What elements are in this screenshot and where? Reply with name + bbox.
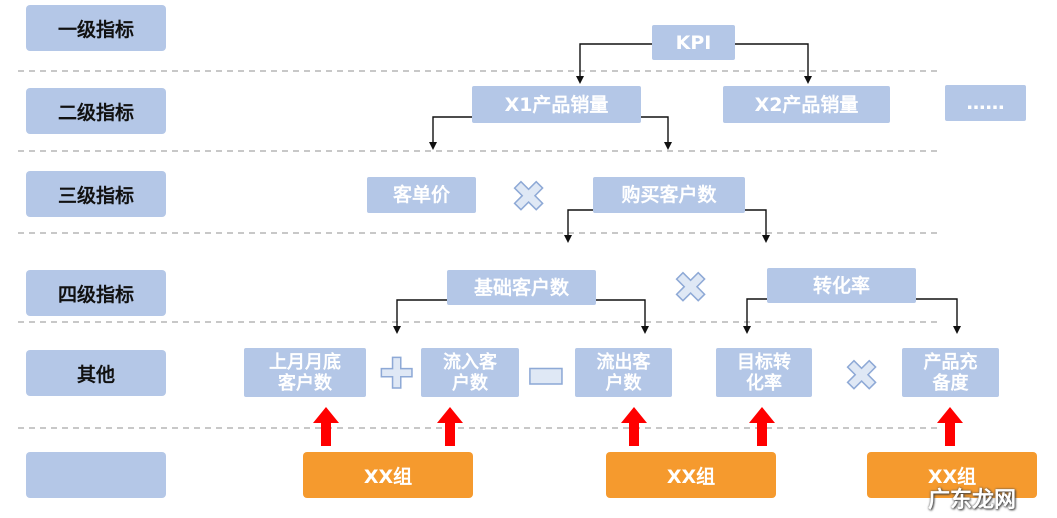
- conversion-to-target-connector: [743, 298, 767, 334]
- level-3-label: 三级指标: [26, 171, 166, 217]
- up-arrow-5: [937, 407, 963, 446]
- x1-sales-node: X1产品销量: [472, 86, 641, 123]
- kpi-to-x1-connector: [576, 43, 652, 84]
- buyers-to-base-connector: [564, 209, 593, 243]
- inflow-customers-node: 流入客 户数: [421, 348, 519, 397]
- watermark-text: 广东龙网: [928, 488, 1017, 513]
- base-to-outflow-connector: [596, 299, 649, 334]
- outflow-line1: 流出客: [596, 351, 651, 373]
- level-1-label: 一级指标: [26, 5, 166, 51]
- red-up-arrows: [313, 407, 963, 446]
- up-arrow-1: [313, 407, 339, 446]
- level-other-label: 其他: [26, 350, 166, 396]
- outflow-line2: 户数: [605, 372, 642, 394]
- last-month-line2: 客户数: [278, 372, 332, 394]
- last-month-line1: 上月月底: [269, 351, 341, 373]
- kpi-node: KPI: [652, 25, 735, 60]
- conversion-node: 转化率: [767, 268, 916, 303]
- outflow-customers-node: 流出客 户数: [575, 348, 672, 397]
- stock-line2: 备度: [932, 372, 969, 394]
- x2-sales-node: X2产品销量: [723, 86, 890, 123]
- x1-to-unit-price-connector: [429, 116, 472, 150]
- multiply-icon: ✖: [672, 263, 709, 312]
- base-to-last-month-connector: [393, 299, 447, 334]
- multiply-icon: ✖: [510, 172, 547, 221]
- target-conversion-node: 目标转 化率: [716, 348, 812, 397]
- level-empty-label: [26, 452, 166, 498]
- target-conv-line1: 目标转: [737, 351, 791, 373]
- inflow-line2: 户数: [452, 372, 488, 394]
- group-box-3: XX组: [867, 452, 1037, 498]
- buyers-to-conversion-connector: [745, 209, 770, 243]
- plus-icon: ✚: [378, 349, 415, 398]
- conversion-to-stock-connector: [916, 298, 961, 334]
- unit-price-node: 客单价: [367, 177, 476, 213]
- up-arrow-3: [621, 407, 647, 446]
- base-customers-node: 基础客户数: [447, 270, 596, 305]
- minus-icon: ▬: [525, 348, 566, 397]
- x1-to-buyers-connector: [641, 116, 672, 150]
- more-node: ……: [945, 85, 1026, 121]
- inflow-line1: 流入客: [443, 351, 497, 373]
- up-arrow-4: [749, 407, 775, 446]
- level-2-label: 二级指标: [26, 88, 166, 134]
- level-4-label: 四级指标: [26, 270, 166, 316]
- stock-line1: 产品充: [923, 351, 978, 373]
- buyers-node: 购买客户数: [593, 177, 745, 213]
- multiply-icon: ✖: [843, 351, 880, 400]
- kpi-to-x2-connector: [735, 43, 812, 84]
- stock-readiness-node: 产品充 备度: [902, 348, 999, 397]
- last-month-customers-node: 上月月底 客户数: [244, 348, 366, 397]
- up-arrow-2: [437, 407, 463, 446]
- group-box-2: XX组: [606, 452, 776, 498]
- target-conv-line2: 化率: [746, 372, 782, 394]
- group-box-1: XX组: [303, 452, 473, 498]
